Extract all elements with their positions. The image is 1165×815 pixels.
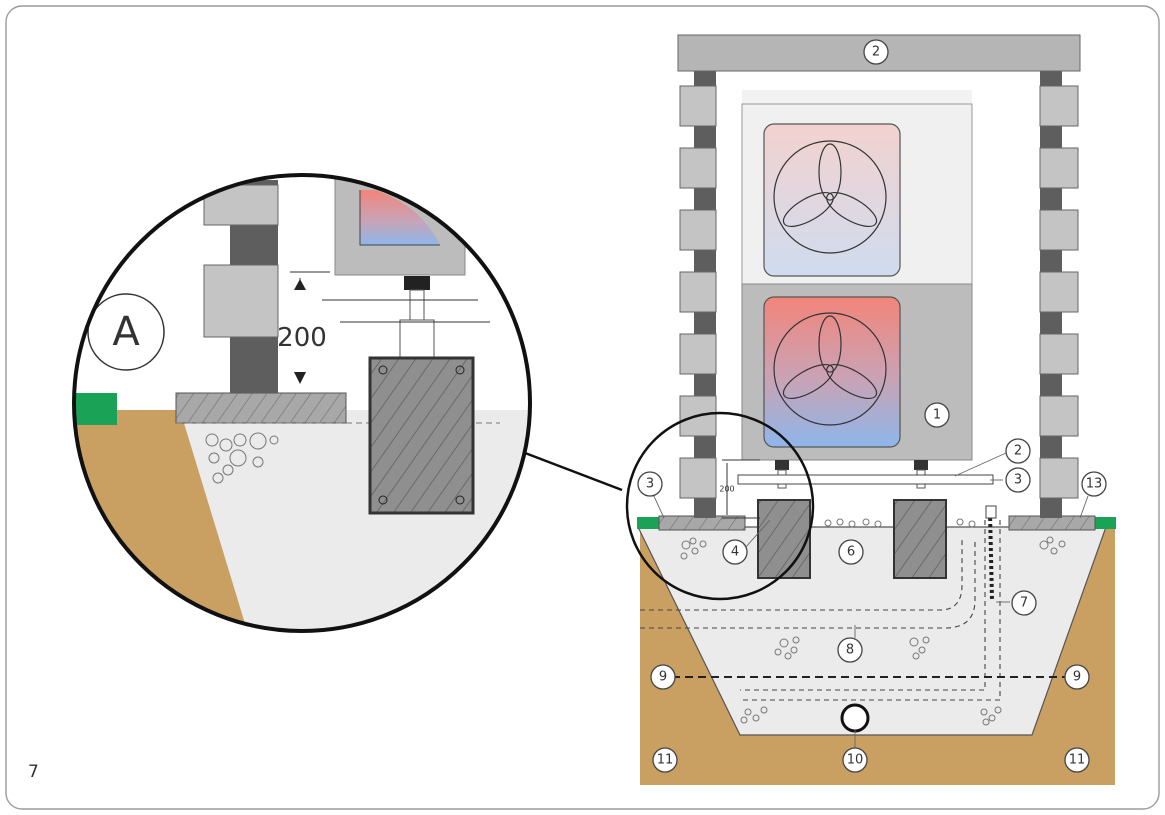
callout-10: 10 <box>842 747 868 773</box>
svg-text:9: 9 <box>659 670 667 685</box>
gravel-dots <box>680 518 1066 726</box>
gravel-trench <box>637 526 1107 736</box>
svg-text:11: 11 <box>1069 753 1086 768</box>
callout-2-lintel: 2 <box>863 39 889 65</box>
callout-3-rail: 3 <box>1005 467 1031 493</box>
foot-right <box>914 460 928 470</box>
fan-icon-top <box>773 140 887 254</box>
callout-1: 1 <box>924 402 950 428</box>
foundation-right <box>893 499 947 579</box>
paving-slab-right <box>1008 515 1096 531</box>
grass-right <box>1094 517 1116 529</box>
detail-connector <box>511 446 623 492</box>
svg-text:4: 4 <box>731 545 739 560</box>
drainage-pipe <box>840 703 870 733</box>
drain-lines <box>640 520 1001 701</box>
dimension-main <box>722 459 760 519</box>
mounting-rail <box>737 474 994 485</box>
callout-3-left: 3 <box>637 471 663 497</box>
svg-text:2: 2 <box>1014 444 1022 459</box>
callout-11-left: 11 <box>652 747 678 773</box>
foot-left <box>775 460 789 470</box>
svg-text:6: 6 <box>847 545 855 560</box>
svg-text:2: 2 <box>872 45 880 60</box>
callout-4: 4 <box>722 539 748 565</box>
svg-text:8: 8 <box>846 643 854 658</box>
detail-letter: A <box>112 309 140 355</box>
dimension-main-label: 200 <box>719 485 734 494</box>
fan-icon-bottom <box>773 312 887 426</box>
callout-2-foot: 2 <box>1005 438 1031 464</box>
leader-lines <box>652 452 1089 748</box>
callout-7: 7 <box>1011 590 1037 616</box>
callout-9-right: 9 <box>1064 664 1090 690</box>
svg-text:10: 10 <box>847 753 864 768</box>
callout-9-left: 9 <box>650 664 676 690</box>
wall-left <box>679 70 717 518</box>
callout-8: 8 <box>837 637 863 663</box>
figure-number: 7 <box>28 762 39 782</box>
callout-6: 6 <box>838 539 864 565</box>
svg-text:7: 7 <box>1020 596 1028 611</box>
wall-right <box>1039 70 1079 518</box>
callout-11-right: 11 <box>1064 747 1090 773</box>
grass-left <box>637 517 659 529</box>
svg-text:9: 9 <box>1073 670 1081 685</box>
svg-text:3: 3 <box>1014 473 1022 488</box>
svg-text:13: 13 <box>1086 477 1103 492</box>
detail-marker <box>625 411 815 601</box>
foundation-left <box>757 499 811 579</box>
callout-13: 13 <box>1081 471 1107 497</box>
detail-dimension-label: 200 <box>277 323 327 353</box>
callout-badges: 1 2 2 3 3 4 6 7 8 9 9 10 11 11 13 <box>637 39 1107 773</box>
svg-text:1: 1 <box>933 408 941 423</box>
heat-pump-unit <box>741 90 973 461</box>
svg-text:3: 3 <box>646 477 654 492</box>
main-section: 200 <box>637 34 1116 785</box>
svg-text:11: 11 <box>657 753 674 768</box>
condensate-drain <box>988 511 994 601</box>
